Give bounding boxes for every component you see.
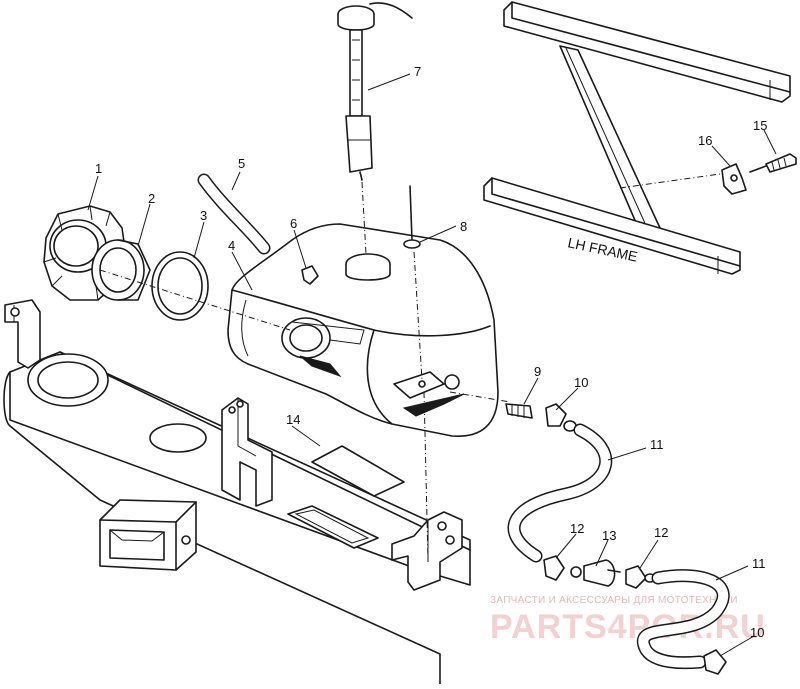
callout-10-top: 10 [574,375,588,390]
callout-7: 7 [414,64,421,79]
frame-bracket-16 [721,163,747,195]
callout-5: 5 [238,156,245,171]
callout-3: 3 [200,208,207,223]
lh-frame [483,1,791,275]
callout-11-bottom: 11 [752,556,766,571]
callout-2: 2 [148,191,155,206]
callout-8: 8 [460,219,467,234]
vent-hose [197,173,271,255]
bolt-15 [749,153,797,173]
watermark-brand: PARTS4POR.RU [490,608,766,646]
callout-11-top: 11 [650,437,664,452]
tank-bracket-right [391,511,463,591]
fuel-tank [227,223,499,437]
callout-9: 9 [534,364,541,379]
fuel-filter-13 [570,559,621,587]
fuel-cap [43,205,127,301]
callout-10-bottom: 10 [750,625,764,640]
callout-16: 16 [698,133,712,148]
grommet-8 [403,185,429,561]
clamp-10-top [545,403,577,432]
tank-bracket-left [221,397,273,507]
callout-6: 6 [290,216,297,231]
callout-14: 14 [286,412,300,427]
callout-4: 4 [228,238,235,253]
assembly-line-frame [619,173,721,189]
callouts: 1 2 3 4 5 6 7 8 9 10 11 12 13 12 11 10 1… [95,64,767,640]
clamp-12-left [543,555,565,581]
clamp-12-right [625,565,656,589]
callout-12-left: 12 [570,521,584,536]
callout-15: 15 [753,118,767,133]
clamp-10-bottom [703,649,727,675]
fuel-gauge [337,2,413,255]
decal-14 [311,445,405,497]
callout-13: 13 [602,528,616,543]
cap-gasket-2 [91,239,151,301]
fitting-9 [449,391,533,419]
fuel-hose-11-top [507,423,613,563]
gasket-3 [151,251,209,321]
leader-lines [87,73,777,657]
fuel-hose-11-bottom [637,569,730,670]
callout-12-right: 12 [654,525,668,540]
callout-1: 1 [95,161,102,176]
watermark-tagline: ЗАПЧАСТИ И АКСЕССУАРЫ ДЛЯ МОТОТЕХНИКИ [490,595,738,606]
